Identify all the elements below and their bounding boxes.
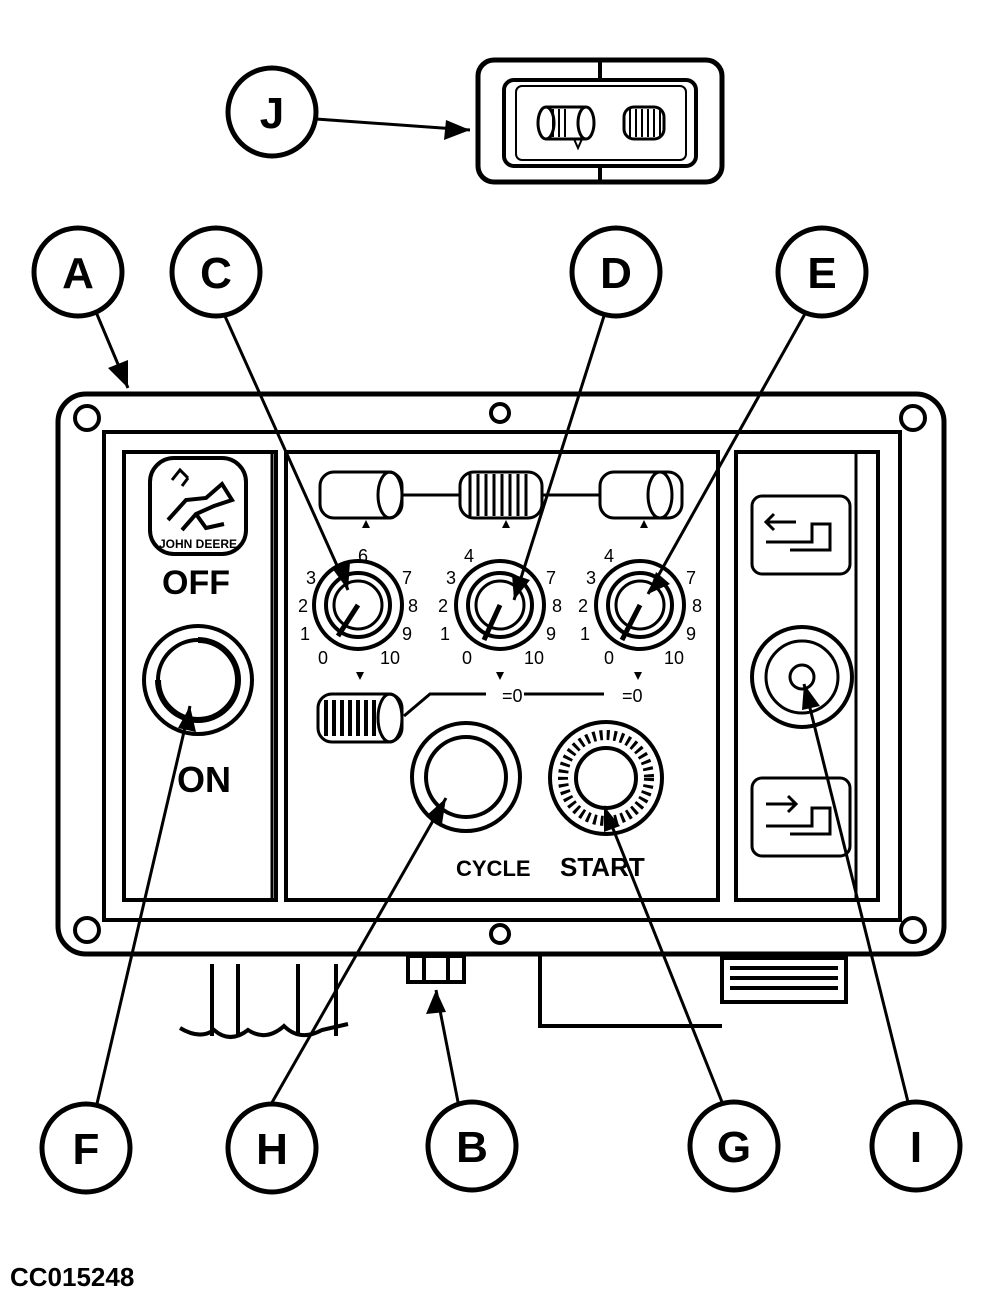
leader-arrowheads — [108, 120, 820, 1014]
svg-text:4: 4 — [604, 546, 614, 566]
callout-j: J — [225, 65, 319, 159]
arrow-left-machine-icon[interactable] — [750, 494, 852, 576]
dial-c[interactable] — [312, 559, 404, 651]
zero-label-e: =0 — [622, 686, 643, 706]
svg-text:2: 2 — [438, 596, 448, 616]
svg-text:C: C — [200, 249, 232, 298]
svg-text:F: F — [73, 1125, 100, 1174]
svg-text:0: 0 — [462, 648, 472, 668]
controller-housing — [55, 391, 947, 957]
rocker-switch-icon — [475, 57, 725, 185]
logo-text: JOHN DEERE — [159, 537, 237, 551]
svg-text:4: 4 — [464, 546, 474, 566]
svg-text:2: 2 — [298, 596, 308, 616]
svg-text:10: 10 — [664, 648, 684, 668]
key-switch[interactable] — [142, 624, 254, 736]
svg-text:9: 9 — [686, 624, 696, 644]
svg-text:7: 7 — [402, 568, 412, 588]
on-label: ON — [177, 759, 231, 800]
callout-g: G — [687, 1099, 781, 1193]
svg-text:E: E — [807, 249, 836, 298]
john-deere-deer-icon — [148, 456, 248, 556]
svg-text:9: 9 — [546, 624, 556, 644]
svg-text:8: 8 — [692, 596, 702, 616]
connector-ribbed — [720, 956, 848, 1004]
svg-text:I: I — [910, 1123, 922, 1172]
callout-b: B — [425, 1099, 519, 1193]
cycle-label: CYCLE — [456, 856, 531, 881]
dial-markers — [362, 520, 648, 528]
svg-text:8: 8 — [408, 596, 418, 616]
svg-text:2: 2 — [578, 596, 588, 616]
indicator-light — [750, 625, 854, 729]
cycle-button[interactable] — [410, 721, 522, 833]
roller-textured-pattern — [324, 700, 376, 736]
svg-text:9: 9 — [402, 624, 412, 644]
bracket — [538, 956, 722, 1028]
roller-plain-icon — [318, 470, 460, 520]
svg-text:7: 7 — [686, 568, 696, 588]
svg-text:H: H — [256, 1125, 288, 1174]
svg-text:8: 8 — [552, 596, 562, 616]
callout-a: A — [31, 225, 125, 319]
svg-text:10: 10 — [380, 648, 400, 668]
arrow-right-machine-icon[interactable] — [750, 776, 852, 858]
svg-text:0: 0 — [318, 648, 328, 668]
off-label: OFF — [162, 564, 230, 602]
svg-text:A: A — [62, 249, 94, 298]
zero-indicator-line — [403, 692, 604, 718]
svg-text:1: 1 — [440, 624, 450, 644]
svg-text:G: G — [717, 1123, 751, 1172]
svg-text:0: 0 — [604, 648, 614, 668]
connector-b — [406, 954, 466, 984]
svg-text:B: B — [456, 1123, 488, 1172]
leader-lines — [94, 117, 910, 1109]
svg-text:7: 7 — [546, 568, 556, 588]
svg-text:3: 3 — [586, 568, 596, 588]
callout-e: E — [775, 225, 869, 319]
svg-text:3: 3 — [446, 568, 456, 588]
callout-c: C — [169, 225, 263, 319]
callout-f: F — [39, 1101, 133, 1195]
svg-text:6: 6 — [358, 546, 368, 566]
svg-text:D: D — [600, 249, 632, 298]
svg-text:3: 3 — [306, 568, 316, 588]
dial-markers — [356, 672, 642, 680]
callout-i: I — [869, 1099, 963, 1193]
dial-d[interactable] — [454, 559, 546, 651]
svg-text:10: 10 — [524, 648, 544, 668]
cable-harness — [178, 964, 349, 1039]
svg-text:1: 1 — [580, 624, 590, 644]
roller-plain-icon — [598, 470, 684, 520]
svg-text:1: 1 — [300, 624, 310, 644]
dial-e[interactable] — [594, 559, 686, 651]
roller-ribbed-icon — [458, 470, 600, 520]
roller-textured-icon — [316, 692, 404, 744]
figure-id: CC015248 — [10, 1262, 134, 1292]
zero-label-d: =0 — [502, 686, 523, 706]
callout-d: D — [569, 225, 663, 319]
callout-h: H — [225, 1101, 319, 1195]
svg-text:J: J — [260, 89, 284, 138]
